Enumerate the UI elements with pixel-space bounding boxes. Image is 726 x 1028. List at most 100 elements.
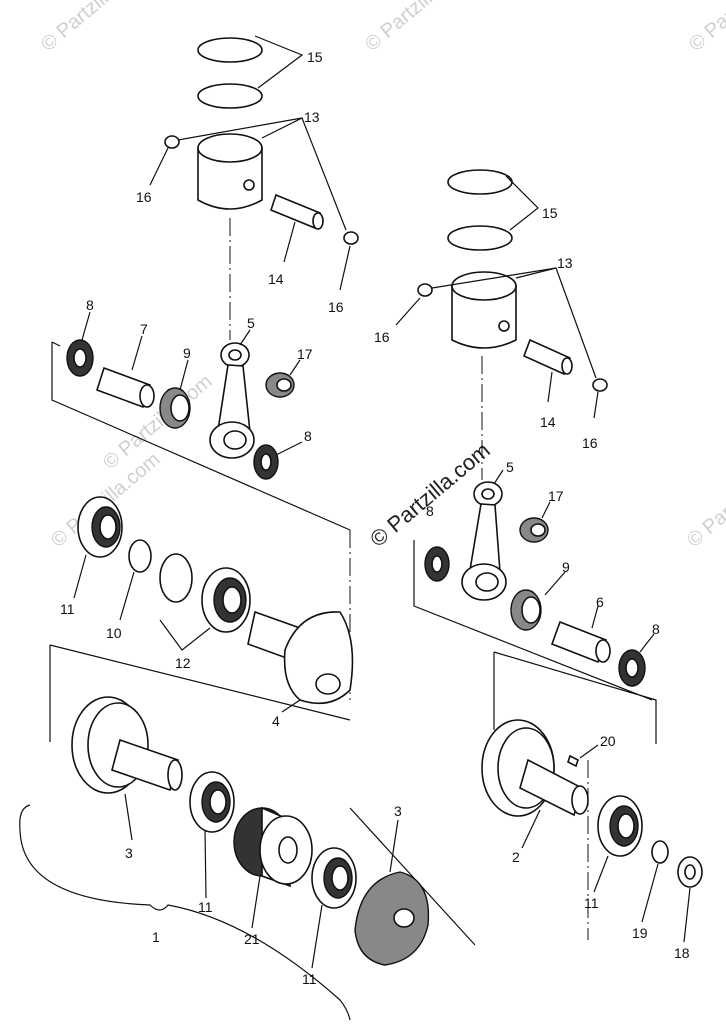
callout-9-left: 9 xyxy=(183,345,191,361)
seal-21-bore xyxy=(278,836,298,864)
ring-upper-right xyxy=(447,169,513,195)
leaders-top-right xyxy=(395,175,599,480)
leader-13b-right xyxy=(431,267,557,289)
piston-13-right xyxy=(451,271,517,349)
callout-7: 7 xyxy=(140,321,148,337)
leader-17-right xyxy=(541,501,551,519)
leader-11b xyxy=(204,829,207,899)
watermark-top-right: © Partzilla.com xyxy=(685,0,726,56)
pin-body-right xyxy=(522,338,572,376)
callout-11-left-c: 11 xyxy=(302,971,317,987)
frame-left-tick xyxy=(51,341,61,347)
circlip-16-right-a xyxy=(417,283,433,297)
ring-upper-left xyxy=(197,37,263,63)
leader-3b xyxy=(389,819,399,873)
callout-18: 18 xyxy=(674,945,690,961)
needle-bearing-9-left-inner xyxy=(170,394,190,422)
crank-half-3-left-shaft-end xyxy=(167,759,183,791)
ball-bearing-11-left-c-bore xyxy=(331,865,349,891)
leader-16a-right xyxy=(395,297,421,326)
frame-right-upper xyxy=(413,540,653,701)
rod-row-right xyxy=(413,469,655,701)
callout-14-right: 14 xyxy=(540,414,556,430)
nut-18-hole xyxy=(684,864,696,880)
leader-11d xyxy=(593,855,609,893)
piston-13-left xyxy=(197,133,263,210)
needle-bearing-17-left-inner xyxy=(276,378,292,392)
lock-washer-19 xyxy=(651,840,669,864)
crank-half-2-shaft-end xyxy=(571,785,589,815)
piston-ring-15-left xyxy=(197,37,263,109)
callout-3-left: 3 xyxy=(125,845,133,861)
frame-lower-right xyxy=(349,807,476,946)
ball-bearing-12-bore xyxy=(222,586,242,614)
leader-11c xyxy=(311,904,323,969)
callout-16-right-a: 16 xyxy=(374,329,390,345)
leader-11a-left xyxy=(73,554,87,599)
callout-14-left: 14 xyxy=(268,271,284,287)
callout-8-right-b: 8 xyxy=(652,621,660,637)
callout-9-right: 9 xyxy=(562,559,570,575)
leader-14-right xyxy=(547,371,553,403)
watermark-top-center: © Partzilla.com xyxy=(361,0,478,56)
leader-19 xyxy=(641,863,659,923)
rod-small-end-hole-right xyxy=(481,488,495,500)
washer-hole-left-a xyxy=(73,348,87,368)
leader-5-right xyxy=(493,469,504,485)
ball-bearing-11-left-a-bore xyxy=(99,514,117,540)
washer-hole-right-b xyxy=(625,658,639,678)
frame-right-lower-top xyxy=(493,651,657,744)
crank-half-2-row xyxy=(481,651,703,943)
leader-8a-left xyxy=(81,311,91,341)
piston-crown-left xyxy=(197,133,263,163)
washer-hole-right-a xyxy=(431,555,443,573)
callout-10: 10 xyxy=(106,625,122,641)
callout-11-right: 11 xyxy=(584,895,599,911)
callout-17-right: 17 xyxy=(548,488,564,504)
callout-16-left-b: 16 xyxy=(328,299,344,315)
ring-lower-left xyxy=(197,83,263,109)
callout-16-right-b: 16 xyxy=(582,435,598,451)
piston-body-left xyxy=(197,147,263,210)
frame-lower-top xyxy=(49,644,351,721)
callout-13-right: 13 xyxy=(557,255,573,271)
leader-12 xyxy=(159,619,211,651)
piston-crown-right xyxy=(451,271,517,301)
crank-half-3-right-web xyxy=(354,871,430,966)
leader-21 xyxy=(251,875,261,929)
callout-6: 6 xyxy=(596,594,604,610)
leader-8d xyxy=(639,633,655,653)
pin-end-left xyxy=(312,212,324,230)
crank-half-4 xyxy=(247,610,354,705)
rod-row-left xyxy=(51,311,351,531)
crank-pin-6 xyxy=(550,620,608,664)
leader-5-left xyxy=(239,329,251,346)
callout-5-right: 5 xyxy=(506,459,514,475)
crank-pin-6-end xyxy=(595,639,611,663)
leader-18 xyxy=(683,887,691,943)
leader-17-left xyxy=(289,359,301,376)
callout-20: 20 xyxy=(600,733,616,749)
crank-half-3-right xyxy=(354,871,430,966)
crank-half-2-shaft xyxy=(519,758,583,817)
callout-4: 4 xyxy=(272,713,280,729)
callout-15-left: 15 xyxy=(307,49,323,65)
crankshaft-assembly-1 xyxy=(19,644,476,1021)
callout-1: 1 xyxy=(152,929,160,945)
piston-pin-14-left xyxy=(270,193,324,230)
labyrinth-seal-21 xyxy=(233,806,313,888)
crank-half-4-hole xyxy=(315,673,341,695)
woodruff-key-20 xyxy=(567,754,579,768)
piston-pin-hole-right xyxy=(498,320,510,332)
leader-6 xyxy=(591,605,599,629)
callout-11-left-a: 11 xyxy=(60,601,75,617)
leader-14-left xyxy=(283,221,296,263)
circlip-16-left-b xyxy=(343,231,359,245)
callout-3-right: 3 xyxy=(394,803,402,819)
circlip-16-right-b xyxy=(592,378,608,392)
leader-15-right xyxy=(505,175,539,231)
callout-13-left: 13 xyxy=(304,109,320,125)
washer-hole-left-b xyxy=(260,453,272,471)
